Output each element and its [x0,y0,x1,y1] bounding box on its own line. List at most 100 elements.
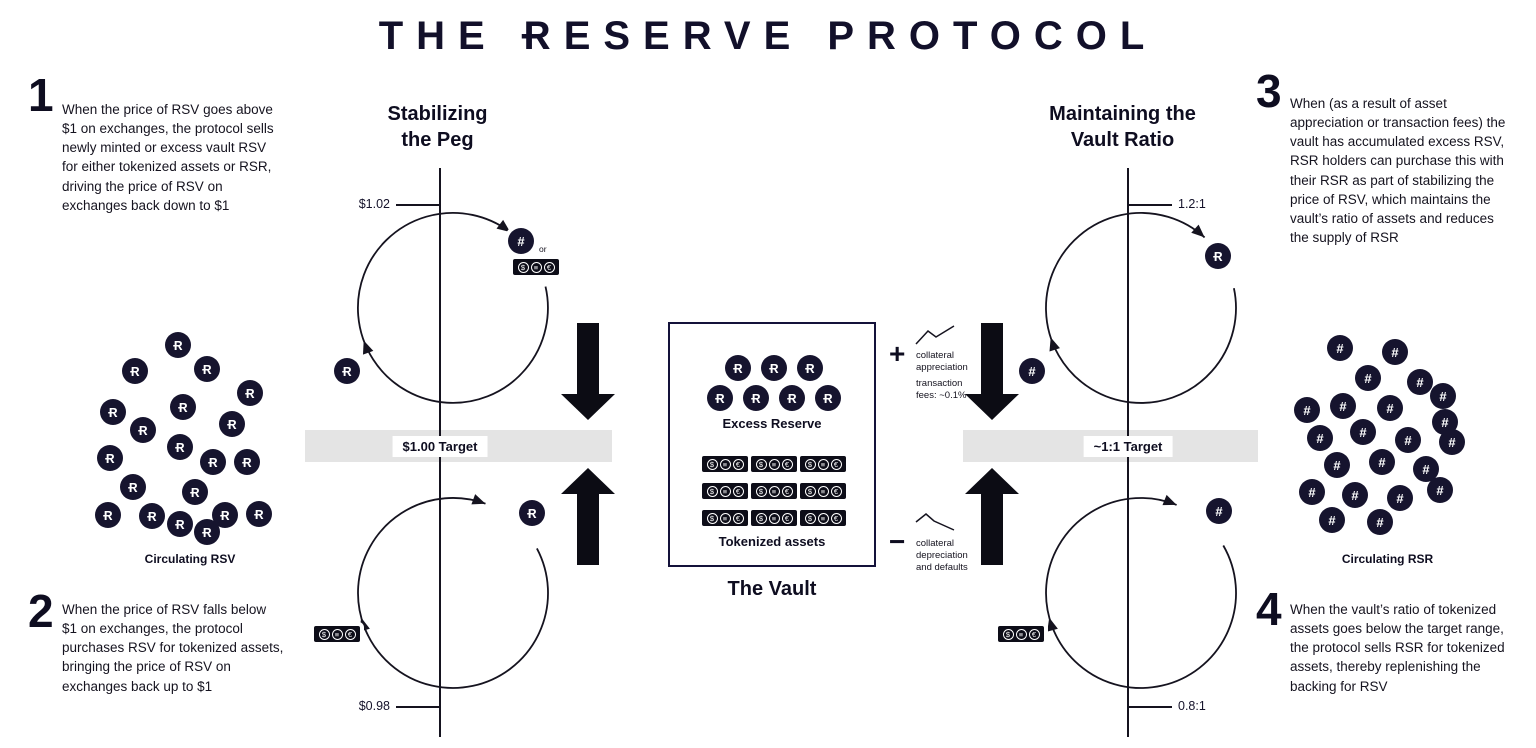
collateral-depreciation-label: collateral depreciation and defaults [916,538,968,573]
coin-stack-icon: ≡ [331,628,343,640]
step-3-number: 3 [1256,65,1282,117]
euro-coin-icon: € [543,261,555,273]
ratio-heading-line2: Vault Ratio [1070,129,1175,151]
peg-upper-tick-label: $1.02 [358,197,390,211]
dollar-coin-icon: $ [706,485,718,497]
dollar-coin-icon: $ [1002,628,1014,640]
rsv-coin: Ɍ [97,445,123,471]
up-arrow-icon [965,468,1019,565]
euro-coin-icon: € [732,458,744,470]
tokenized-assets-badge: $ ≡ € [751,510,797,526]
step-1-text: When the price of RSV goes above $1 on e… [62,102,274,213]
step-1-number: 1 [28,69,54,121]
coin-stack-icon: ≡ [817,485,829,497]
rsv-coin: Ɍ [120,474,146,500]
arc-arrowheads [359,219,1205,632]
arrowhead-icon [471,494,486,505]
plus-sign: + [889,338,906,369]
rsv-coin: Ɍ [219,411,245,437]
rsr-coin: # [1324,452,1350,478]
tokenized-assets-badge: $ ≡ € [751,483,797,499]
coin-stack-icon: ≡ [719,512,731,524]
euro-coin-icon: € [781,485,793,497]
tokenized-assets-badge: $ ≡ € [800,510,846,526]
circulating-rsr-label: Circulating RSR [1341,552,1434,566]
rsr-coin: # [1430,383,1456,409]
rsv-coin: Ɍ [194,356,220,382]
arrowhead-icon [362,340,374,355]
coin-stack-icon: ≡ [768,458,780,470]
cycle-arcs [357,212,1237,689]
rsv-coin: Ɍ [743,385,769,411]
arrowhead-icon [1191,224,1205,238]
peg-heading-line2: the Peg [401,129,474,151]
tokenized-assets-badge: $ ≡ € [702,456,748,472]
rsv-coin: Ɍ [725,355,751,381]
rsr-coin: # [1319,507,1345,533]
arrowhead-icon [1047,617,1058,632]
peg-heading-line1: Stabilizing [387,103,488,125]
ratio-heading-line1: Maintaining the [1049,103,1196,125]
rsr-coin: # [508,228,534,254]
rsr-coin: # [1377,395,1403,421]
peg-lower-tick-label: $0.98 [358,699,390,713]
coin-stack-icon: ≡ [719,458,731,470]
coin-stack-icon: ≡ [719,485,731,497]
euro-coin-icon: € [781,458,793,470]
rsv-coin: Ɍ [246,501,272,527]
arrowhead-icon [359,617,370,632]
rsr-coin: # [1019,358,1045,384]
step-4-number: 4 [1256,583,1282,635]
euro-coin-icon: € [830,512,842,524]
rsr-coin: # [1330,393,1356,419]
step-2-text: When the price of RSV falls below $1 on … [62,602,284,694]
flow-arrows [561,323,1019,565]
dollar-coin-icon: $ [706,458,718,470]
coin-stack-icon: ≡ [530,261,542,273]
coin-stack-icon: ≡ [1015,628,1027,640]
excess-reserve-label: Excess Reserve [722,416,822,431]
rsr-coin: # [1327,335,1353,361]
tokenized-assets-label: Tokenized assets [718,534,826,549]
rsv-coin: Ɍ [170,394,196,420]
rsr-coin: # [1350,419,1376,445]
rsv-coin: Ɍ [167,511,193,537]
rsr-coin: # [1355,365,1381,391]
rsr-coin: # [1395,427,1421,453]
coin-stack-icon: ≡ [768,512,780,524]
ratio-diagram-heading: Maintaining the Vault Ratio [1015,101,1230,153]
euro-coin-icon: € [781,512,793,524]
up-arrow-icon [561,468,615,565]
rsr-coin: # [1407,369,1433,395]
dollar-coin-icon: $ [755,458,767,470]
dollar-coin-icon: $ [318,628,330,640]
trend-up-icon [915,325,955,345]
peg-bottom-cycle-arc [357,497,549,689]
dollar-coin-icon: $ [755,512,767,524]
rsr-coin: # [1382,339,1408,365]
rsr-coin: # [1387,485,1413,511]
tokenized-assets-badge: $ ≡ € [702,483,748,499]
dollar-coin-icon: $ [755,485,767,497]
tokenized-assets-badge: $ ≡ € [800,456,846,472]
tokenized-assets-badge: $ ≡ € [800,483,846,499]
euro-coin-icon: € [344,628,356,640]
rsv-coin: Ɍ [1205,243,1231,269]
dollar-coin-icon: $ [804,485,816,497]
arrowhead-icon [496,219,511,233]
rsr-coin: # [1427,477,1453,503]
rsv-coin: Ɍ [122,358,148,384]
rsr-coin: # [1294,397,1320,423]
vault-title: The Vault [727,578,817,600]
rsv-coin: Ɍ [194,519,220,545]
circulating-rsv-label: Circulating RSV [144,552,236,566]
coin-stack-icon: ≡ [817,512,829,524]
rsv-coin: Ɍ [761,355,787,381]
dollar-coin-icon: $ [804,512,816,524]
or-label: or [539,244,547,254]
rsv-coin: Ɍ [779,385,805,411]
rsr-coin: # [1369,449,1395,475]
